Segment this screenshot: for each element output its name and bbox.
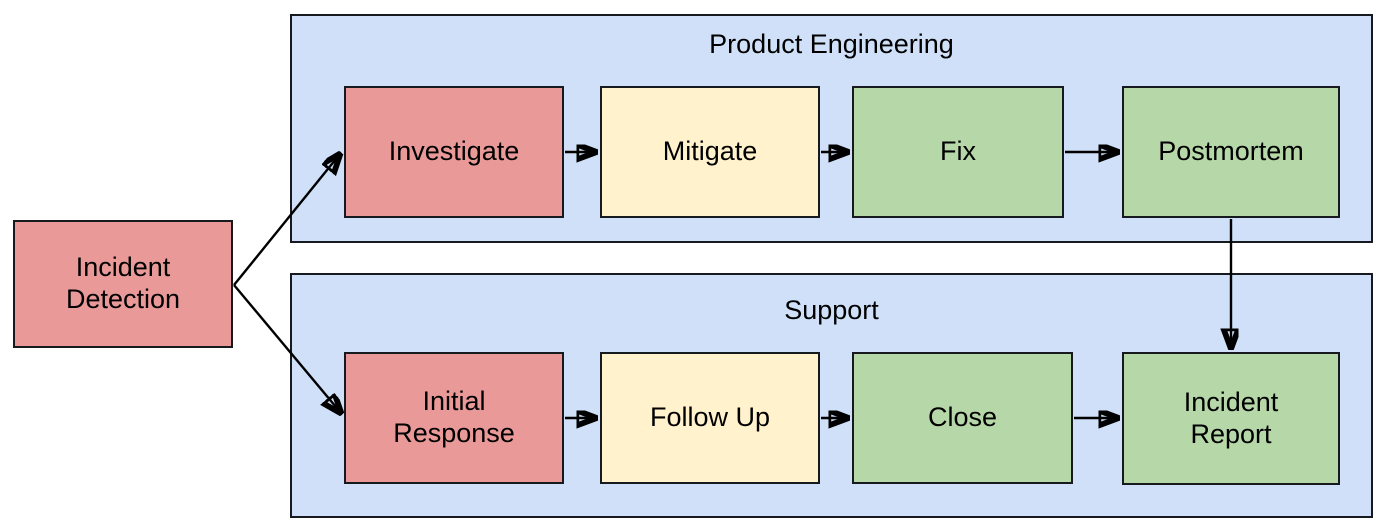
node-investigate[interactable]: Investigate [344,86,564,218]
node-initial-response[interactable]: Initial Response [344,352,564,484]
node-postmortem[interactable]: Postmortem [1122,86,1340,218]
node-mitigate[interactable]: Mitigate [600,86,820,218]
node-incident-detection[interactable]: Incident Detection [13,220,233,348]
node-incident-report[interactable]: Incident Report [1122,352,1340,485]
swimlane-title-support: Support [784,295,879,325]
node-close[interactable]: Close [852,352,1073,484]
swimlane-title-product-engineering: Product Engineering [709,29,954,59]
node-follow-up[interactable]: Follow Up [600,352,820,484]
node-fix[interactable]: Fix [852,86,1064,218]
